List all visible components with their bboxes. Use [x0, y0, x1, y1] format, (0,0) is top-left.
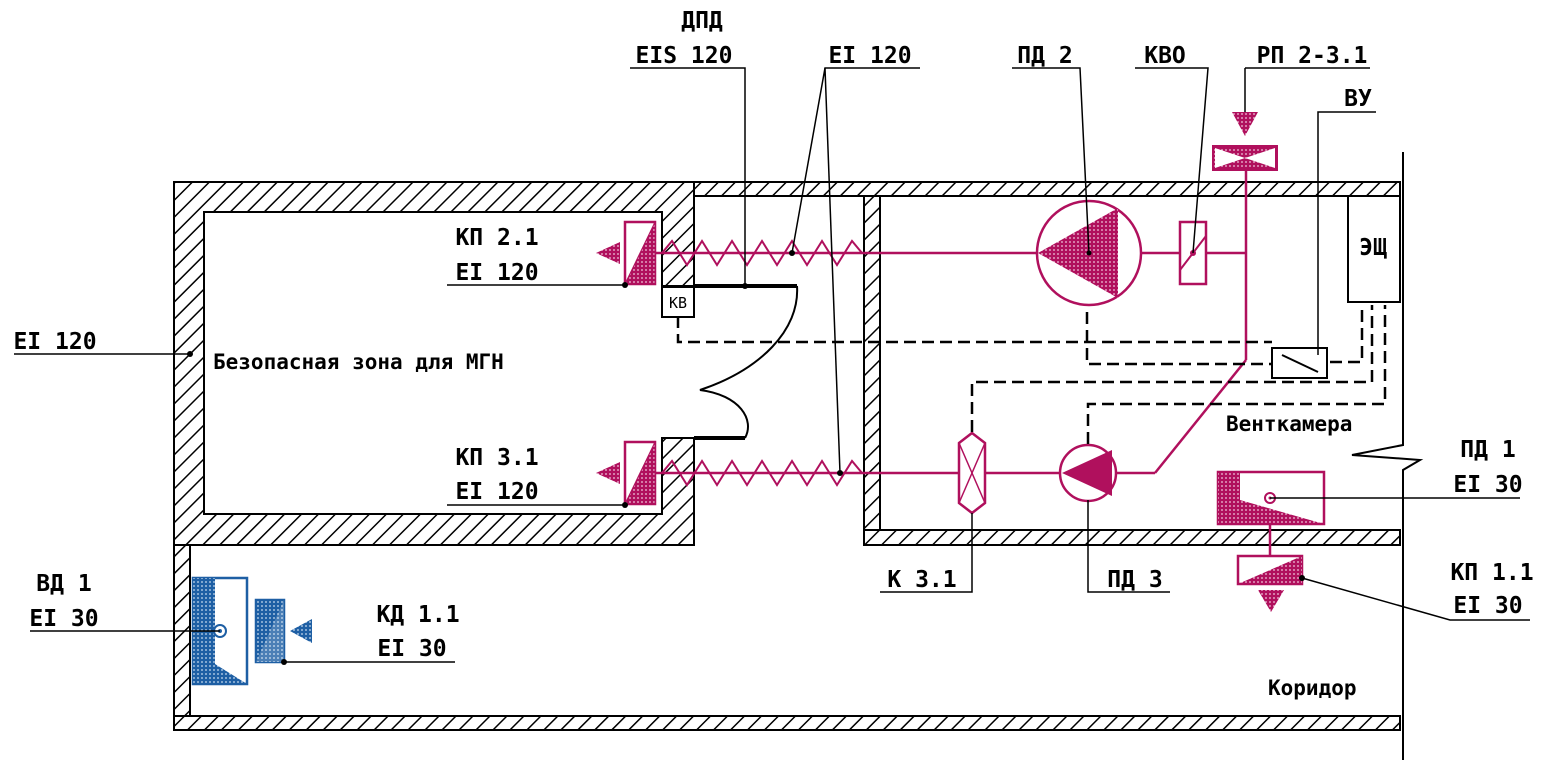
wall-rating-label: EI 120 [13, 329, 96, 355]
vu-signal-line-2 [1330, 305, 1364, 364]
supply-system [655, 170, 1272, 556]
k31-control-line [970, 305, 1374, 432]
kp11-outlet-arrow [1258, 590, 1284, 612]
kd11-inlet-arrow [290, 619, 312, 643]
k31-label: К 3.1 [887, 567, 956, 593]
pd3-label: ПД 3 [1107, 567, 1162, 593]
vent-chamber-left-wall [863, 195, 881, 531]
kp21-valve [596, 220, 657, 286]
dpd-label: ДПД [681, 8, 723, 34]
pd3-control-line [1086, 305, 1387, 444]
corridor-left-wall [173, 544, 191, 731]
kp31-valve [596, 440, 657, 506]
kv-label: КВ [669, 294, 687, 312]
fire-insulation-lower [661, 459, 863, 487]
eshch-label: ЭЩ [1359, 235, 1387, 261]
pd1-rating-label: EI 30 [1453, 472, 1522, 498]
kp31-outlet-arrow [596, 462, 620, 484]
corridor-label: Коридор [1268, 676, 1357, 700]
kp11-rating-label: EI 30 [1453, 593, 1522, 619]
kvo-label: КВО [1144, 43, 1186, 69]
control-wiring [676, 305, 1387, 444]
walls [173, 152, 1424, 760]
kp21-outlet-arrow [596, 242, 620, 264]
vd1-label: ВД 1 [36, 571, 91, 597]
kp11-valve [1236, 554, 1304, 612]
kp11-label: КП 1.1 [1450, 560, 1533, 586]
door-swing-arc [699, 285, 799, 439]
safe-zone-label: Безопасная зона для МГН [213, 350, 504, 374]
kd11-rating-label: EI 30 [377, 636, 446, 662]
vd1-rating-label: EI 30 [29, 606, 98, 632]
kp31-rating-label: EI 120 [455, 479, 538, 505]
labels: ДПД EIS 120 EI 120 ПД 2 КВО РП 2-3.1 ВУ … [13, 8, 1533, 700]
vent-chamber-label: Венткамера [1226, 412, 1352, 436]
k31-valve [957, 431, 987, 515]
dpd-rating-label: EIS 120 [636, 43, 733, 69]
vu-label: ВУ [1344, 86, 1372, 112]
kp31-label: КП 3.1 [455, 445, 538, 471]
kd11-valve [254, 598, 312, 664]
kv-box: КВ [661, 286, 695, 318]
kp21-rating-label: EI 120 [455, 260, 538, 286]
duct-rating-label: EI 120 [828, 43, 911, 69]
leader-dots [187, 250, 1305, 665]
pd3-fan [1058, 443, 1118, 503]
kv-signal-line [676, 316, 1272, 344]
rp-intake-arrow [1232, 112, 1258, 136]
rp-label: РП 2-3.1 [1257, 43, 1368, 69]
supply-diagonal [1154, 359, 1247, 474]
break-line [1351, 152, 1424, 760]
pd1-label: ПД 1 [1460, 437, 1515, 463]
leader-lines [14, 67, 1530, 663]
kd11-label: КД 1.1 [376, 602, 459, 628]
rp-damper [1212, 112, 1278, 171]
eshch-panel: ЭЩ [1347, 195, 1401, 303]
pd2-label: ПД 2 [1017, 43, 1072, 69]
vent-chamber-bottom-wall [863, 529, 1401, 546]
top-wall [693, 181, 1401, 197]
kp21-label: КП 2.1 [455, 225, 538, 251]
vu-signal-line-1 [1085, 312, 1272, 366]
corridor-bottom-wall [173, 715, 1401, 731]
